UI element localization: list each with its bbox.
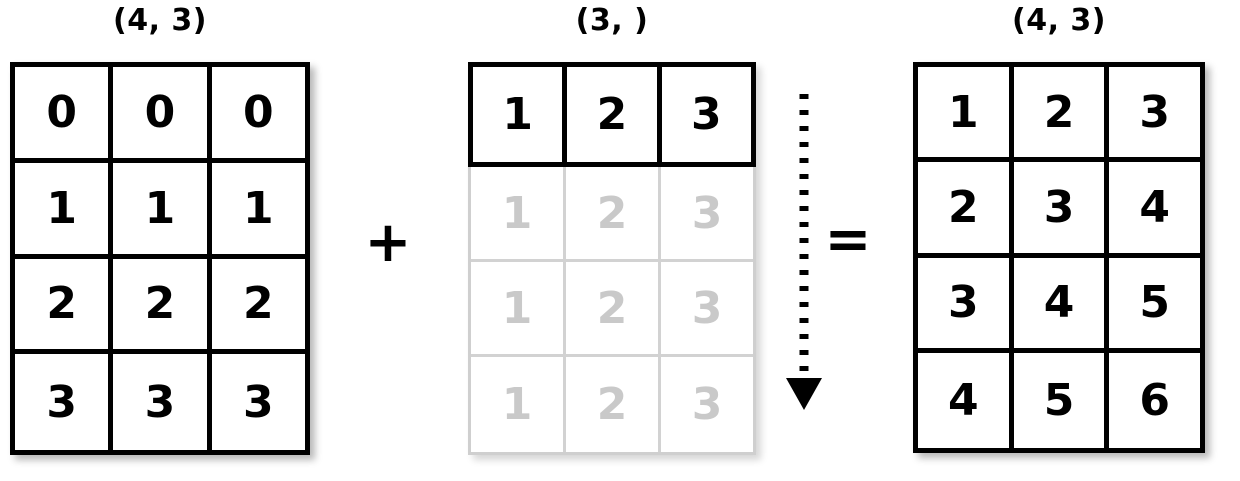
matrix-cell: 1 [211, 163, 305, 259]
matrix-cell: 0 [211, 67, 305, 163]
matrix-cell: 3 [661, 167, 753, 262]
equals-operator: = [824, 207, 872, 272]
matrix-row: 2 3 4 [918, 162, 1201, 258]
matrix-cell: 3 [243, 376, 274, 428]
matrix-cell: 0 [113, 67, 212, 163]
arrow-head-icon [786, 378, 822, 410]
broadcast-direction-arrow [786, 94, 822, 410]
source-row: 1 2 3 [468, 62, 756, 167]
matrix-cell: 2 [918, 162, 1014, 258]
matrix-cell: 2 [1013, 67, 1110, 163]
matrix-row: 3 3 3 [15, 354, 305, 450]
plus-operator: + [364, 210, 412, 275]
matrix-cell: 5 [1014, 352, 1110, 448]
matrix-cell: 2 [15, 258, 114, 355]
matrix-cell: 1 [918, 67, 1014, 163]
matrix-cell: 2 [566, 357, 661, 452]
matrix-cell: 1 [471, 357, 566, 452]
broadcast-row: 1 2 3 [471, 167, 753, 262]
matrix-cell: 2 [113, 258, 212, 355]
matrix-cell: 6 [1139, 374, 1170, 426]
matrix-cell: 1 [471, 167, 566, 262]
operand-b-matrix: 1 2 3 1 2 3 1 2 3 1 2 3 [468, 62, 756, 455]
matrix-row: 3 4 5 [918, 257, 1201, 353]
matrix-cell: 0 [15, 67, 114, 163]
matrix-cell: 2 [567, 67, 662, 162]
matrix-cell: 2 [211, 259, 305, 355]
broadcast-row: 1 2 3 [471, 357, 753, 452]
matrix-row: 0 0 0 [15, 67, 305, 163]
matrix-cell: 3 [15, 354, 114, 450]
result-matrix: 1 2 3 2 3 4 3 4 5 4 5 6 [913, 62, 1205, 453]
matrix-cell: 3 [691, 379, 723, 430]
matrix-cell: 5 [1109, 258, 1201, 353]
matrix-cell: 3 [918, 257, 1014, 353]
matrix-cell: 2 [566, 262, 661, 357]
matrix-cell: 4 [1109, 162, 1201, 258]
result-shape-label: (4, 3) [1011, 3, 1106, 38]
operand-a-matrix: 0 0 0 1 1 1 2 2 2 3 3 3 [10, 62, 310, 455]
matrix-cell: 1 [113, 162, 212, 259]
matrix-row: 2 2 2 [15, 258, 305, 355]
matrix-cell: 1 [473, 67, 568, 162]
matrix-cell: 3 [1013, 162, 1110, 258]
operand-a-shape-label: (4, 3) [112, 3, 207, 38]
broadcast-row: 1 2 3 [471, 262, 753, 357]
matrix-row: 4 5 6 [918, 352, 1200, 448]
matrix-row: 1 2 3 [918, 67, 1201, 163]
matrix-cell: 4 [1013, 257, 1110, 353]
matrix-cell: 2 [566, 167, 661, 262]
matrix-cell: 4 [918, 352, 1014, 448]
matrix-row: 1 1 1 [15, 162, 305, 259]
matrix-cell: 1 [471, 262, 566, 357]
matrix-cell: 3 [661, 262, 753, 357]
matrix-cell: 3 [691, 89, 722, 140]
matrix-cell: 3 [113, 354, 212, 450]
matrix-cell: 1 [15, 162, 114, 259]
operand-b-shape-label: (3, ) [575, 3, 649, 38]
matrix-cell: 3 [1109, 67, 1201, 163]
